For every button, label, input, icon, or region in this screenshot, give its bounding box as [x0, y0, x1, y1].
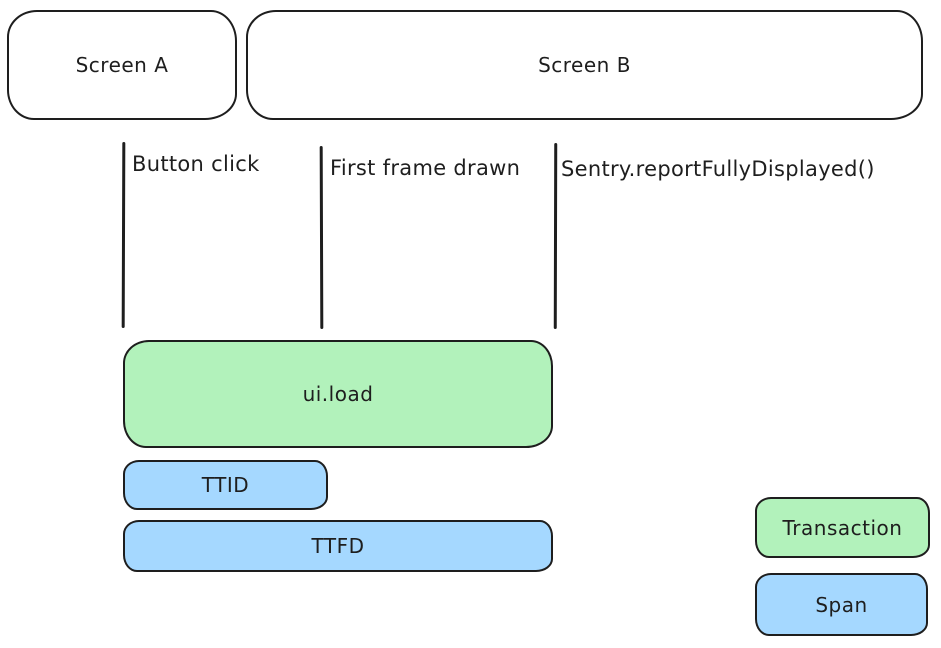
legend-span-swatch: Span: [755, 573, 928, 636]
event-line-report-fully-displayed: [553, 142, 558, 330]
event-label-report-fully-displayed: Sentry.reportFullyDisplayed(): [561, 157, 875, 181]
ttfd-span-bar: TTFD: [123, 520, 553, 572]
event-line-first-frame-drawn: [319, 145, 324, 330]
ui-load-transaction-bar: ui.load: [123, 340, 553, 448]
screen-b-box: Screen B: [246, 10, 923, 120]
event-line-button-click: [121, 141, 126, 329]
screen-a-label: Screen A: [75, 53, 169, 77]
event-label-button-click: Button click: [132, 152, 260, 176]
event-label-first-frame-drawn: First frame drawn: [330, 156, 521, 180]
screen-a-box: Screen A: [7, 10, 237, 120]
legend-span-label: Span: [815, 592, 868, 617]
legend-transaction-swatch: Transaction: [755, 497, 930, 558]
screen-b-label: Screen B: [538, 53, 631, 77]
ttfd-label: TTFD: [311, 534, 365, 558]
legend-transaction-label: Transaction: [782, 515, 903, 540]
ttid-label: TTID: [201, 473, 250, 497]
ui-load-label: ui.load: [302, 382, 374, 406]
ttid-span-bar: TTID: [123, 460, 328, 510]
